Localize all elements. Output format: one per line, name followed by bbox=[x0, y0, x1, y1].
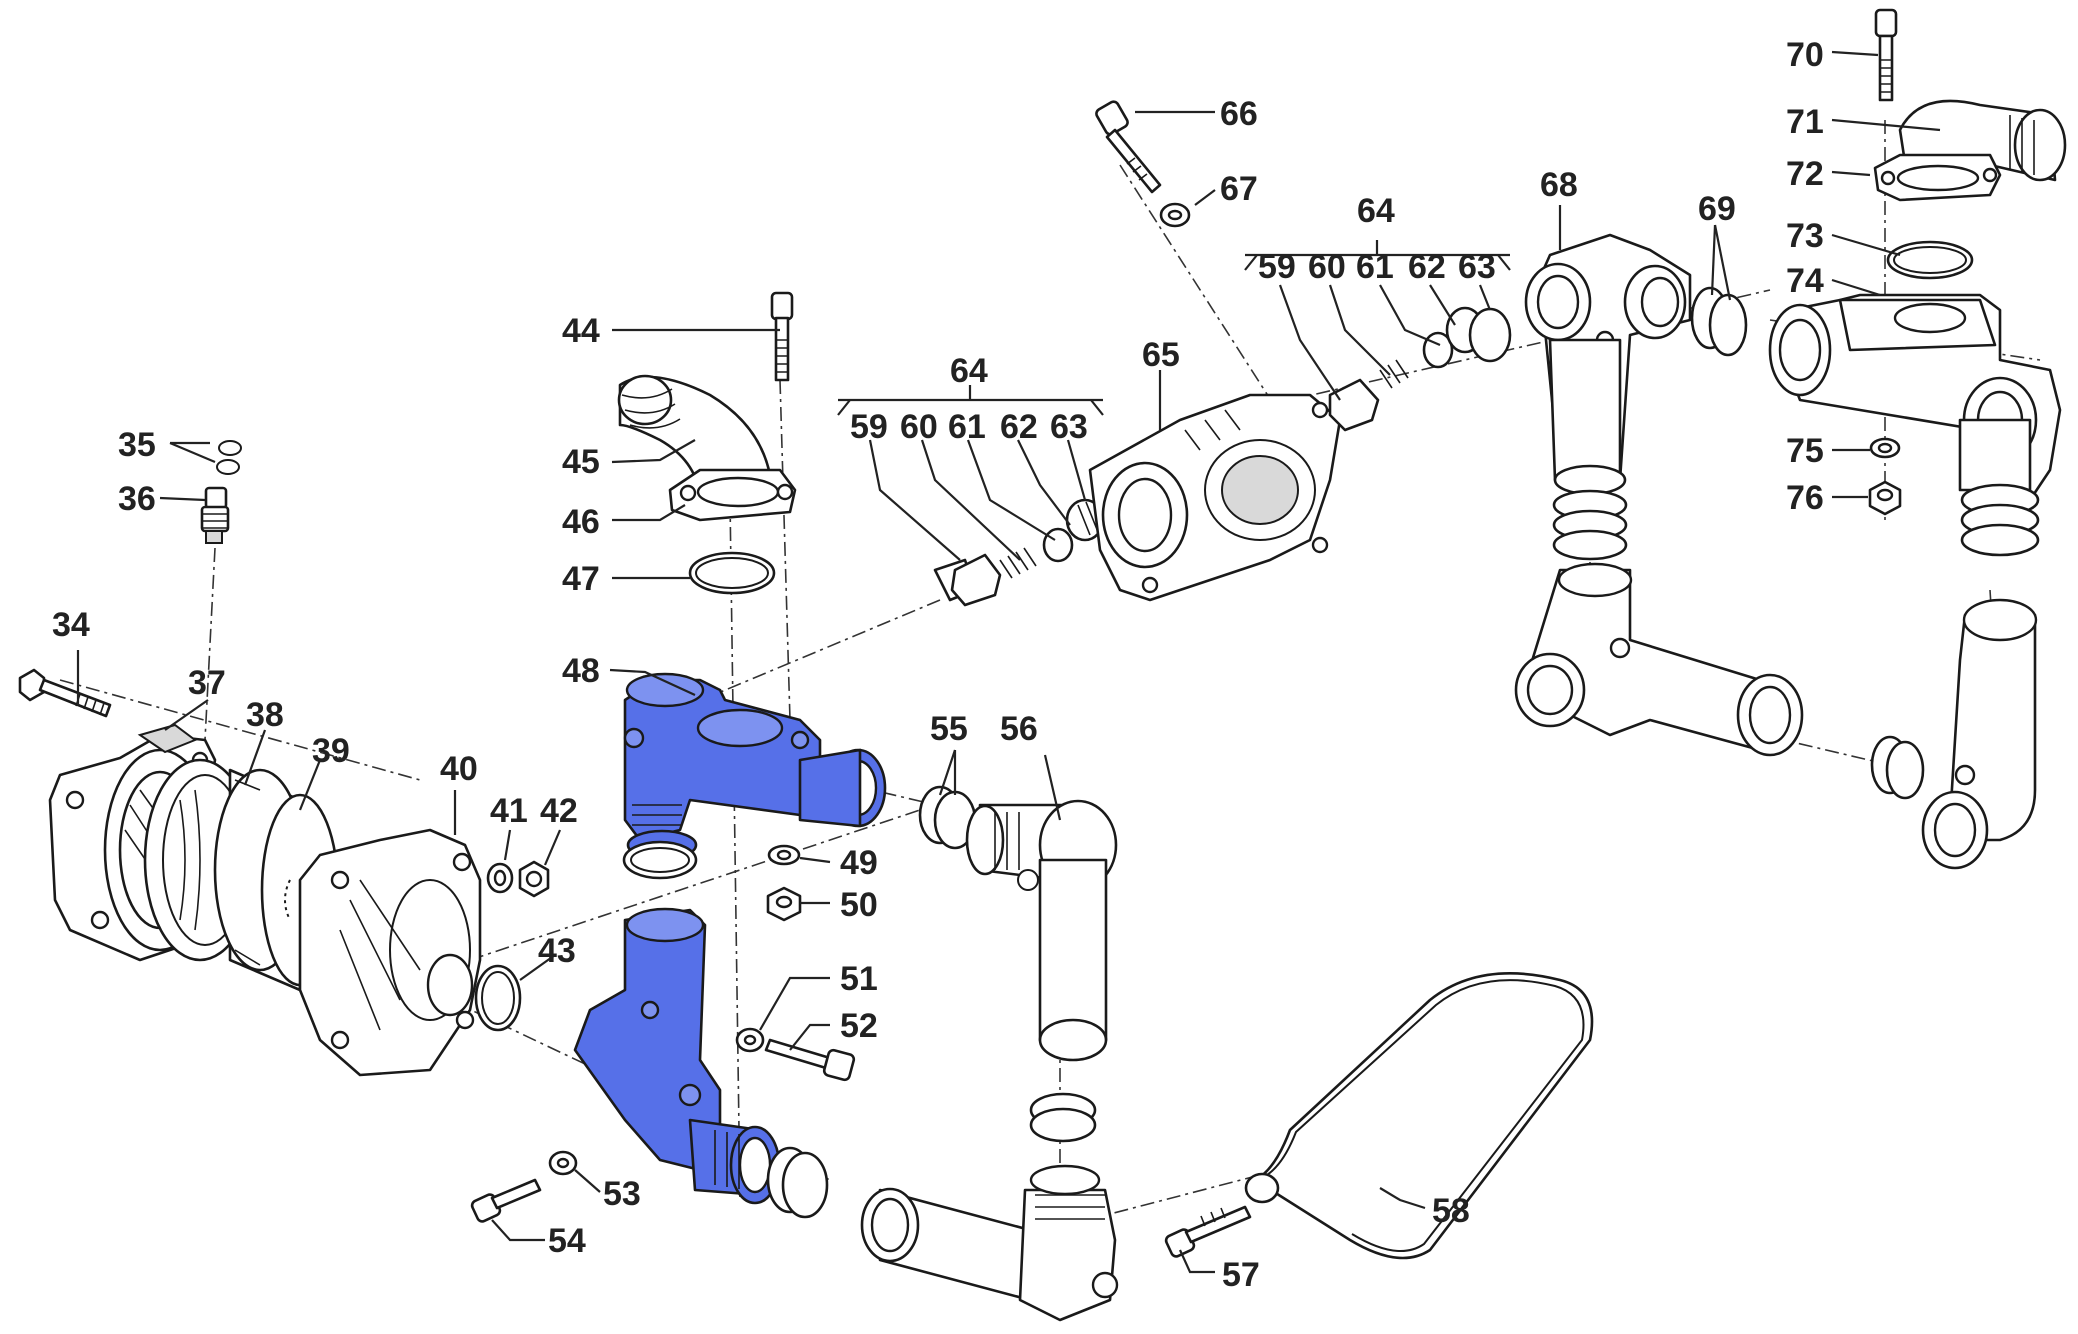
part-68-rings bbox=[1552, 489, 1628, 561]
callout-67: 67 bbox=[1220, 170, 1258, 208]
callout-65: 65 bbox=[1142, 336, 1180, 374]
part-75-washer bbox=[1869, 437, 1901, 459]
callout-61-right: 61 bbox=[1356, 248, 1394, 286]
part-43-o-ring bbox=[474, 964, 522, 1032]
callout-41: 41 bbox=[490, 792, 528, 830]
part-52-screw bbox=[764, 1038, 856, 1082]
part-56-elbow-pipe bbox=[965, 799, 1118, 1062]
part-65-valve-cover bbox=[1088, 393, 1342, 602]
part-54-screw bbox=[470, 1178, 542, 1223]
callout-66: 66 bbox=[1220, 95, 1258, 133]
callout-68: 68 bbox=[1540, 166, 1578, 204]
callout-63-left: 63 bbox=[1050, 408, 1088, 446]
callout-42: 42 bbox=[540, 792, 578, 830]
callout-46: 46 bbox=[562, 503, 600, 541]
callout-62-right: 62 bbox=[1408, 248, 1446, 286]
callout-69: 69 bbox=[1698, 190, 1736, 228]
callout-35: 35 bbox=[118, 426, 156, 464]
part-lower-elbow bbox=[860, 1164, 1119, 1322]
callout-76: 76 bbox=[1786, 479, 1824, 517]
part-50-nut bbox=[766, 886, 802, 922]
part-valve-stack-right bbox=[1328, 306, 1512, 432]
callout-59-right: 59 bbox=[1258, 248, 1296, 286]
part-42-nut bbox=[518, 860, 550, 898]
callout-36: 36 bbox=[118, 480, 156, 518]
callout-47: 47 bbox=[562, 560, 600, 598]
part-36-fitting bbox=[200, 486, 230, 544]
callout-71: 71 bbox=[1786, 103, 1824, 141]
callout-48: 48 bbox=[562, 652, 600, 690]
callout-57: 57 bbox=[1222, 1256, 1260, 1294]
parts bbox=[18, 8, 2067, 1322]
callout-62-left: 62 bbox=[1000, 408, 1038, 446]
part-48-o-ring bbox=[622, 840, 698, 880]
callout-73: 73 bbox=[1786, 217, 1824, 255]
callout-38: 38 bbox=[246, 696, 284, 734]
part-46-flange bbox=[668, 468, 797, 522]
callout-63-right: 63 bbox=[1458, 248, 1496, 286]
callout-64-right: 64 bbox=[1357, 192, 1395, 230]
part-40-pump-head bbox=[284, 828, 482, 1077]
callout-44: 44 bbox=[562, 312, 600, 350]
callout-52: 52 bbox=[840, 1007, 878, 1045]
part-48-manifold-highlighted bbox=[623, 672, 887, 861]
part-35-washers bbox=[216, 440, 242, 475]
part-76-nut bbox=[1868, 480, 1902, 516]
part-66-bolt bbox=[1095, 100, 1162, 194]
part-57-screw bbox=[1164, 1205, 1252, 1258]
callout-54: 54 bbox=[548, 1222, 586, 1260]
part-48-manifold-lower-highlighted bbox=[573, 907, 781, 1205]
part-valve-stack-left bbox=[933, 498, 1105, 607]
callout-61-left: 61 bbox=[948, 408, 986, 446]
part-lower-pipe-ring bbox=[1029, 1092, 1097, 1143]
callout-34: 34 bbox=[52, 606, 90, 644]
callout-55: 55 bbox=[930, 710, 968, 748]
part-73-o-ring bbox=[1886, 240, 1974, 280]
callout-74: 74 bbox=[1786, 262, 1824, 300]
part-49-washer bbox=[767, 844, 801, 866]
callout-75: 75 bbox=[1786, 432, 1824, 470]
part-68-tee-manifold bbox=[1524, 233, 1692, 496]
part-74-manifold bbox=[1768, 293, 2062, 502]
callout-37: 37 bbox=[188, 664, 226, 702]
part-44-bolt bbox=[770, 291, 794, 382]
part-70-bolt bbox=[1874, 8, 1898, 102]
callout-58: 58 bbox=[1432, 1192, 1470, 1230]
leader-lines bbox=[76, 50, 1941, 1274]
callout-45: 45 bbox=[562, 443, 600, 481]
part-45-elbow bbox=[617, 374, 772, 497]
part-lower-right-tee bbox=[1514, 562, 1804, 757]
callout-43: 43 bbox=[538, 932, 576, 970]
part-47-o-ring bbox=[688, 551, 776, 595]
part-51-washer bbox=[735, 1027, 765, 1053]
part-right-lower-tube bbox=[1870, 483, 2040, 870]
callout-59-left: 59 bbox=[850, 408, 888, 446]
callout-49: 49 bbox=[840, 844, 878, 882]
callout-51: 51 bbox=[840, 960, 878, 998]
callout-56: 56 bbox=[1000, 710, 1038, 748]
part-72-flange bbox=[1873, 153, 2002, 202]
callout-50: 50 bbox=[840, 886, 878, 924]
callout-labels: 34 35 36 37 38 39 40 41 42 43 44 45 46 4… bbox=[52, 36, 1824, 1294]
part-58-handle bbox=[1244, 972, 1594, 1260]
callout-53: 53 bbox=[603, 1175, 641, 1213]
callout-60-left: 60 bbox=[900, 408, 938, 446]
part-34-bolt bbox=[18, 668, 112, 718]
part-o-ring-pair-lower bbox=[766, 1146, 829, 1219]
part-53-washer bbox=[548, 1150, 578, 1176]
callout-60-right: 60 bbox=[1308, 248, 1346, 286]
callout-40: 40 bbox=[440, 750, 478, 788]
part-67-washer bbox=[1159, 202, 1191, 228]
callout-64-left: 64 bbox=[950, 352, 988, 390]
callout-39: 39 bbox=[312, 732, 350, 770]
part-41-washer bbox=[486, 862, 514, 894]
part-69-o-rings bbox=[1690, 286, 1748, 357]
callout-72: 72 bbox=[1786, 155, 1824, 193]
callout-70: 70 bbox=[1786, 36, 1824, 74]
